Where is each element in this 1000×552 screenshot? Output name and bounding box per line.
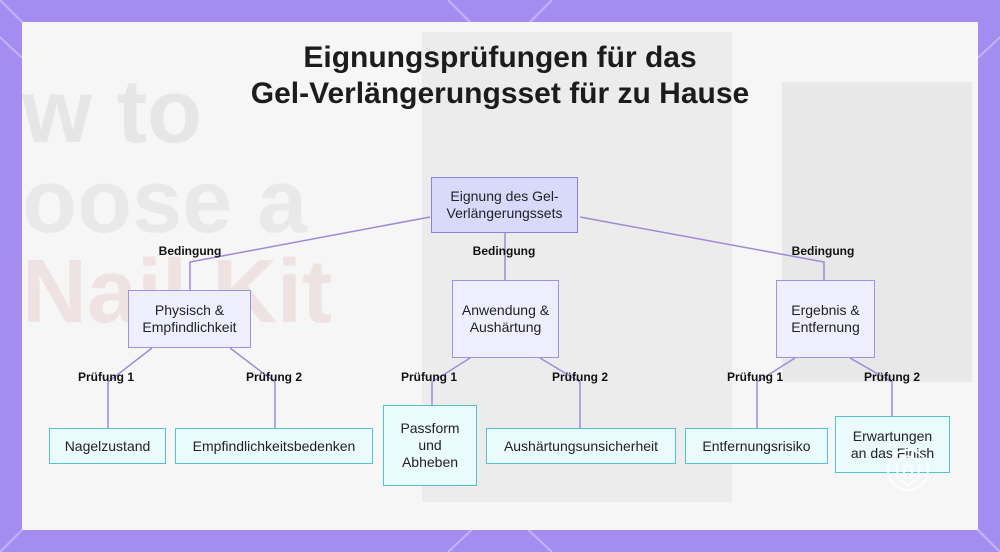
leaf-node-passform: Passform und Abheben xyxy=(383,405,477,486)
edge-root-branch-3 xyxy=(579,216,825,280)
edge-branch-3-check-2 xyxy=(849,357,893,416)
edge-branch-2-check-2 xyxy=(539,357,581,428)
root-node: Eignung des Gel-Verlängerungssets xyxy=(431,177,578,233)
edge-label-bedingung-2: Bedingung xyxy=(472,244,536,258)
edge-label-pruefung-2-b: Prüfung 2 xyxy=(552,370,608,384)
branch-node-anwendung: Anwendung & Aushärtung xyxy=(452,280,559,358)
leaf-node-aushaertungsunsicherheit: Aushärtungsunsicherheit xyxy=(486,428,676,464)
leaf-node-erwartungen: Erwartungen an das Finish xyxy=(835,416,950,473)
edge-root-branch-1 xyxy=(189,216,431,290)
edge-label-pruefung-2-a: Prüfung 2 xyxy=(246,370,302,384)
shield-logo-icon xyxy=(887,449,929,491)
edge-label-pruefung-1-b: Prüfung 1 xyxy=(401,370,457,384)
edge-branch-1-check-2 xyxy=(229,347,276,428)
leaf-node-entfernungsrisiko: Entfernungsrisiko xyxy=(685,428,828,464)
branch-node-ergebnis: Ergebnis & Entfernung xyxy=(776,280,875,358)
edge-label-bedingung-3: Bedingung xyxy=(791,244,855,258)
leaf-node-empfindlichkeitsbedenken: Empfindlichkeitsbedenken xyxy=(175,428,373,464)
edge-label-pruefung-1-c: Prüfung 1 xyxy=(727,370,783,384)
diagram-title: Eignungsprüfungen für das Gel-Verlängeru… xyxy=(0,40,1000,112)
svg-text:oose a: oose a xyxy=(22,152,308,252)
edge-label-pruefung-1-a: Prüfung 1 xyxy=(78,370,134,384)
leaf-node-nagelzustand: Nagelzustand xyxy=(49,428,166,464)
edge-branch-1-check-1 xyxy=(107,347,153,428)
title-line-1: Eignungsprüfungen für das xyxy=(303,41,697,74)
edge-branch-2-check-1 xyxy=(431,357,471,405)
edge-branch-3-check-1 xyxy=(756,357,796,428)
edge-label-bedingung-1: Bedingung xyxy=(158,244,222,258)
svg-text:w to: w to xyxy=(22,62,202,162)
edge-label-pruefung-2-c: Prüfung 2 xyxy=(864,370,920,384)
branch-node-physisch: Physisch & Empfindlichkeit xyxy=(128,290,251,348)
title-line-2: Gel-Verlängerungsset für zu Hause xyxy=(250,77,750,110)
